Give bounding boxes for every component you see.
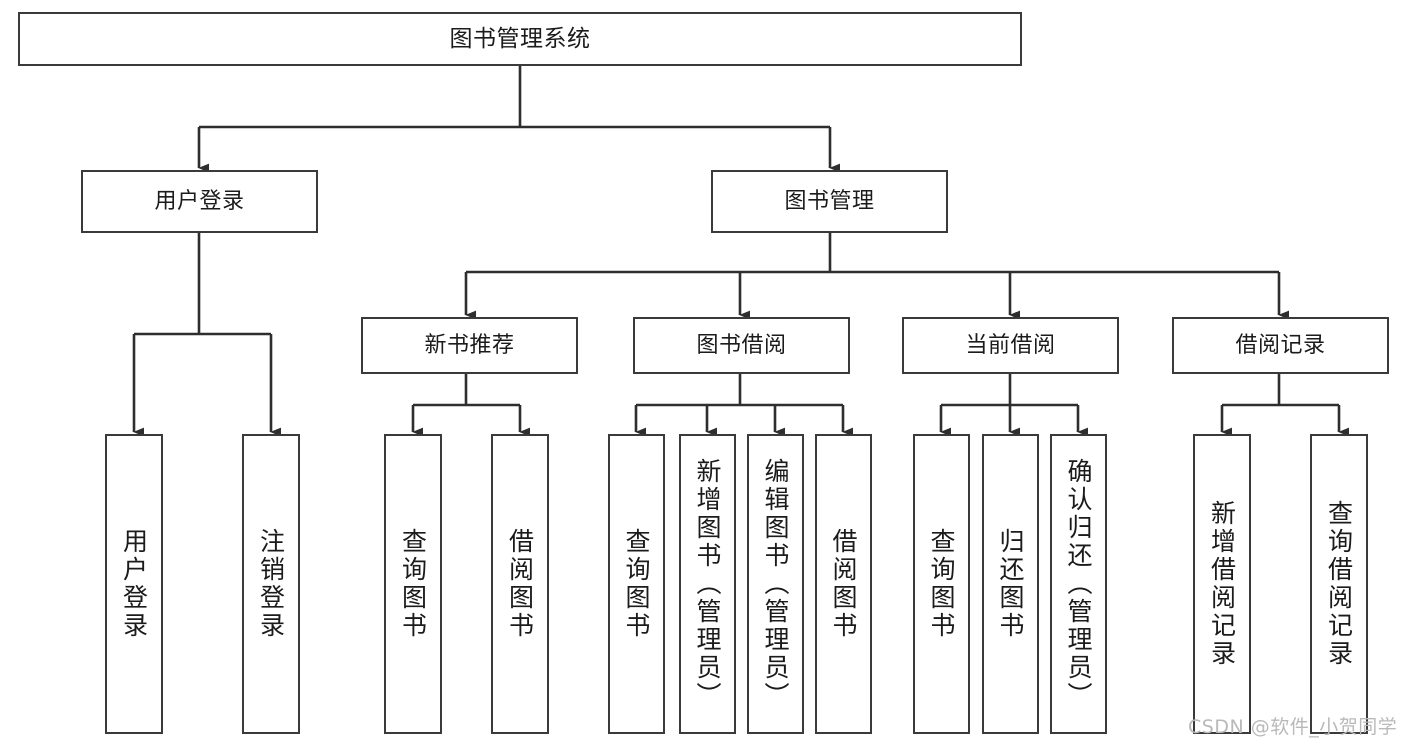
leaf-borrow-edit-book-admin-label: 编辑图书（管理员）: [761, 458, 790, 710]
node-book-borrow[interactable]: 图书借阅: [633, 317, 850, 374]
node-user-login[interactable]: 用户登录: [81, 170, 318, 233]
leaf-borrow-borrow-book[interactable]: 借阅图书: [815, 434, 872, 734]
leaf-records-query-record-label: 查询借阅记录: [1324, 500, 1354, 668]
leaf-borrow-add-book-admin-label: 新增图书（管理员）: [693, 458, 722, 710]
node-book-management[interactable]: 图书管理: [711, 170, 948, 233]
leaf-current-return-book-label: 归还图书: [996, 528, 1025, 640]
node-borrow-records-label: 借阅记录: [1235, 332, 1326, 358]
node-user-login-label: 用户登录: [154, 188, 245, 214]
node-current-borrow-label: 当前借阅: [965, 332, 1056, 358]
leaf-user-login-signout-label: 注销登录: [256, 528, 286, 640]
leaf-user-login-signout[interactable]: 注销登录: [242, 434, 300, 734]
leaf-current-query-book-label: 查询图书: [927, 528, 956, 640]
node-new-book-recommend-label: 新书推荐: [424, 332, 515, 358]
leaf-user-login-signin[interactable]: 用户登录: [105, 434, 163, 734]
leaf-new-book-query[interactable]: 查询图书: [384, 434, 442, 734]
leaf-borrow-query-book-label: 查询图书: [622, 528, 651, 640]
leaf-user-login-signin-label: 用户登录: [119, 528, 149, 640]
leaf-current-return-book[interactable]: 归还图书: [982, 434, 1039, 734]
csdn-watermark: CSDN @软件_小贺同学: [1188, 716, 1398, 738]
leaf-records-add-record-label: 新增借阅记录: [1207, 500, 1237, 668]
leaf-current-confirm-return-admin-label: 确认归还（管理员）: [1064, 458, 1093, 710]
leaf-new-book-borrow[interactable]: 借阅图书: [491, 434, 549, 734]
leaf-borrow-add-book-admin[interactable]: 新增图书（管理员）: [679, 434, 736, 734]
node-borrow-records[interactable]: 借阅记录: [1172, 317, 1389, 374]
node-book-borrow-label: 图书借阅: [696, 332, 787, 358]
leaf-borrow-borrow-book-label: 借阅图书: [829, 528, 858, 640]
leaf-current-query-book[interactable]: 查询图书: [913, 434, 970, 734]
leaf-records-add-record[interactable]: 新增借阅记录: [1193, 434, 1251, 734]
node-new-book-recommend[interactable]: 新书推荐: [361, 317, 578, 374]
leaf-records-query-record[interactable]: 查询借阅记录: [1310, 434, 1368, 734]
node-root-label: 图书管理系统: [449, 25, 591, 52]
node-current-borrow[interactable]: 当前借阅: [902, 317, 1119, 374]
node-book-management-label: 图书管理: [784, 188, 875, 214]
node-root-system[interactable]: 图书管理系统: [18, 12, 1022, 66]
leaf-new-book-query-label: 查询图书: [398, 528, 428, 640]
leaf-borrow-query-book[interactable]: 查询图书: [608, 434, 665, 734]
leaf-new-book-borrow-label: 借阅图书: [505, 528, 535, 640]
leaf-current-confirm-return-admin[interactable]: 确认归还（管理员）: [1050, 434, 1107, 734]
leaf-borrow-edit-book-admin[interactable]: 编辑图书（管理员）: [747, 434, 804, 734]
